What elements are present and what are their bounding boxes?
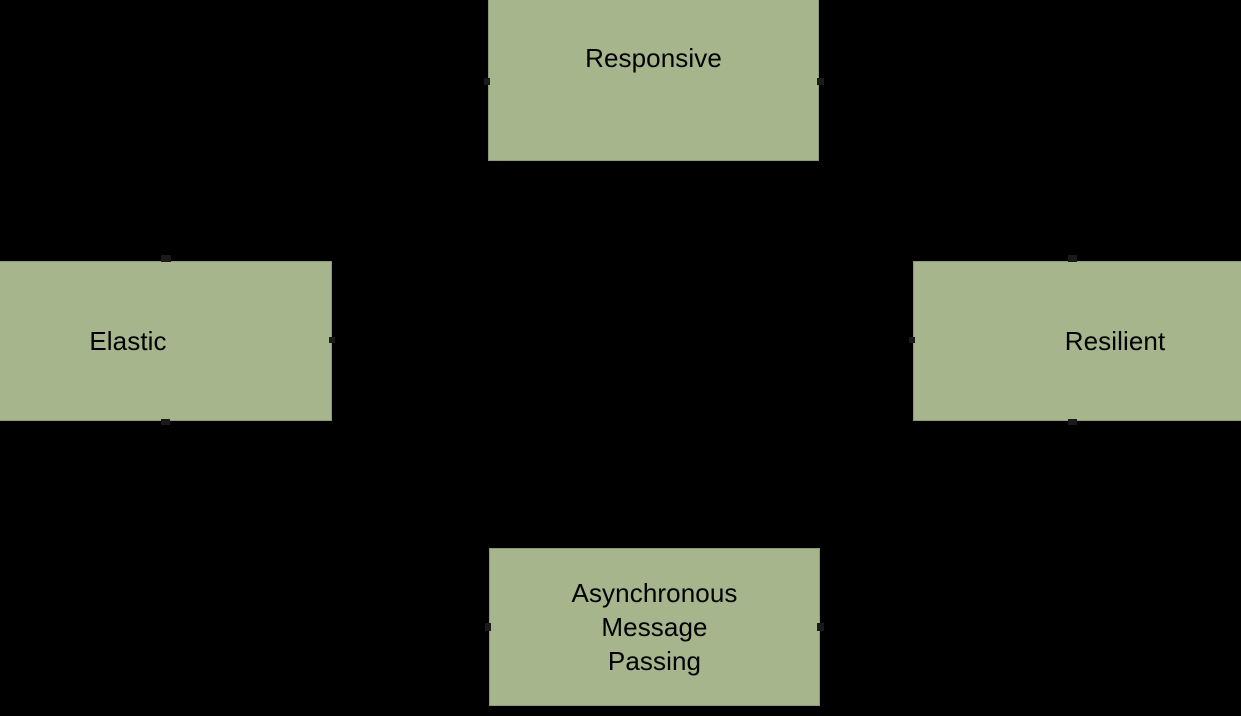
node-resilient[interactable]: Resilient [913, 261, 1241, 421]
connector-stub-elastic-top [161, 255, 171, 262]
connector-stub-resilient-top [1068, 255, 1077, 262]
node-elastic-label: Elastic [89, 325, 167, 356]
node-responsive-label: Responsive [585, 43, 722, 74]
connector-resilient-to-async [817, 623, 824, 631]
node-resilient-label: Resilient [1064, 325, 1166, 356]
connector-elastic-to-responsive [484, 78, 490, 85]
node-asynchronous-message-passing[interactable]: Asynchronous Message Passing [489, 548, 820, 706]
connector-resilient-to-responsive [817, 78, 824, 85]
connector-elastic-to-resilient [329, 337, 335, 343]
connector-stub-resilient-left [909, 337, 915, 343]
node-responsive[interactable]: Responsive [488, 0, 819, 161]
connector-stub-resilient-bottom [1068, 419, 1077, 425]
connector-stub-elastic-bottom [161, 419, 170, 425]
node-elastic[interactable]: Elastic [0, 261, 332, 421]
connector-elastic-to-async [485, 623, 491, 631]
node-asynchronous-message-passing-label: Asynchronous Message Passing [571, 577, 738, 677]
